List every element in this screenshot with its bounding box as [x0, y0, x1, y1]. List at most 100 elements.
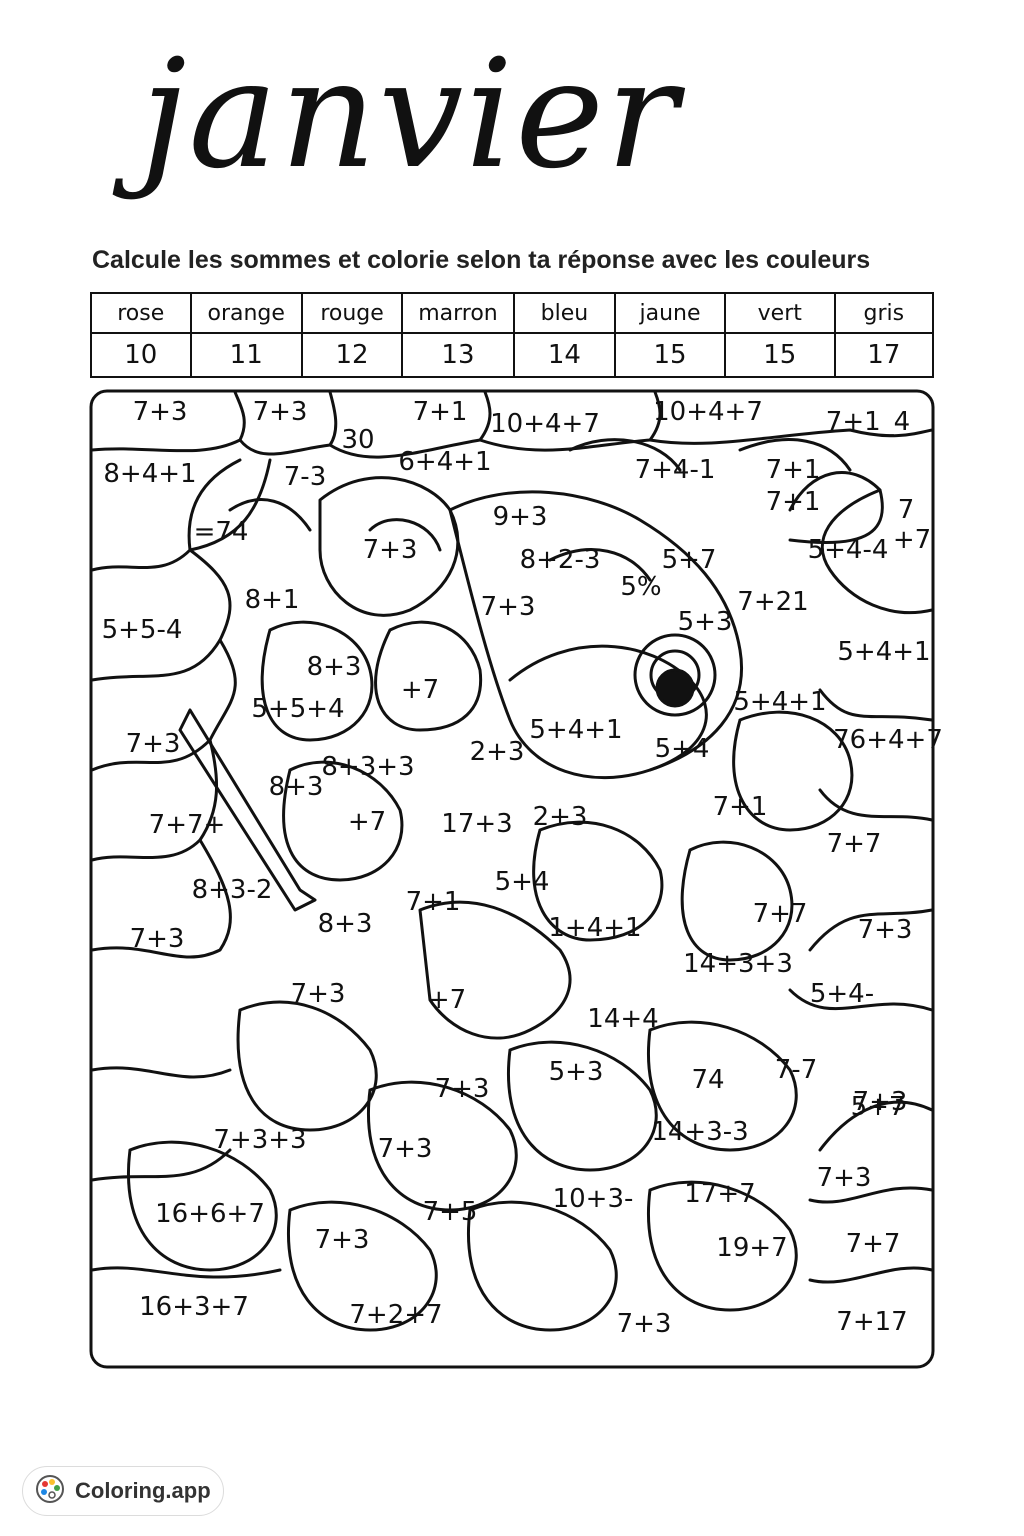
region-sum-label: 5+4+1: [733, 687, 826, 717]
region-sum-label: 7+3: [817, 1163, 872, 1193]
region-sum-label: 5+5-4: [102, 615, 183, 645]
region-sum-label: 30: [341, 425, 374, 455]
region-sum-label: 7: [898, 495, 915, 525]
brand-name: Coloring.app: [75, 1478, 211, 1503]
region-sum-label: 16+6+7: [155, 1199, 265, 1229]
region-sum-label: =74: [194, 517, 249, 547]
region-sum-label: 7+3: [126, 729, 181, 759]
region-sum-label: 7+3: [130, 924, 185, 954]
legend-color: marron: [401, 292, 515, 334]
region-sum-label: 19+7: [716, 1233, 787, 1263]
legend-value: 17: [833, 332, 935, 378]
legend-color: vert: [723, 292, 836, 334]
region-sum-label: 7+1: [713, 792, 768, 822]
region-sum-label: 5+7: [851, 1092, 906, 1122]
region-sum-label: 6+4+1: [398, 447, 491, 477]
color-legend-table: rose orange rouge marron bleu jaune vert…: [90, 292, 935, 378]
region-sum-label: 14+3-3: [651, 1117, 748, 1147]
region-sum-label: 8+3: [307, 652, 362, 682]
brand-badge[interactable]: Coloring.app: [22, 1466, 224, 1516]
region-sum-label: 5+4-: [810, 979, 874, 1009]
region-sum-label: +7: [401, 675, 439, 705]
region-sum-label: 74: [691, 1065, 724, 1095]
legend-value: 13: [401, 332, 515, 378]
region-sum-label: 7+7: [827, 829, 882, 859]
region-sum-label: 8+1: [245, 585, 300, 615]
region-sum-label: 7+3: [253, 397, 308, 427]
legend-color: rouge: [300, 292, 404, 334]
region-sum-label: 7+3: [291, 979, 346, 1009]
region-sum-label: 8+3: [269, 772, 324, 802]
legend-value: 11: [189, 332, 303, 378]
region-sum-label: 10+4+7: [653, 397, 763, 427]
region-sum-label: 5+4: [655, 734, 710, 764]
legend-color: jaune: [614, 292, 726, 334]
legend-color: orange: [189, 292, 303, 334]
region-sum-label: 8+4+1: [103, 459, 196, 489]
region-sum-label: 7+3: [481, 592, 536, 622]
region-sum-label: 8+3: [318, 909, 373, 939]
region-sum-label: 7+3: [617, 1309, 672, 1339]
region-sum-label: 5+7: [662, 545, 717, 575]
region-sum-label: 7+3: [133, 397, 188, 427]
region-sum-label: 5%: [620, 572, 661, 602]
region-sum-label: 5+3: [549, 1057, 604, 1087]
region-sum-label: 7+7: [846, 1229, 901, 1259]
region-sum-label: 1+4+1: [548, 913, 641, 943]
region-sum-label: 16+3+7: [139, 1292, 249, 1322]
region-sum-label: 8+2-3: [520, 545, 601, 575]
region-sum-label: 7+7+: [149, 810, 226, 840]
region-sum-label: 7+1: [766, 487, 821, 517]
region-sum-label: 7+3: [315, 1225, 370, 1255]
region-sum-label: 7+17: [836, 1307, 907, 1337]
legend-value-row: 10 11 12 13 14 15 15 17: [90, 332, 935, 378]
instruction-text: Calcule les sommes et colorie selon ta r…: [92, 246, 871, 274]
region-sum-label: 76+4+7: [833, 725, 943, 755]
region-sum-label: +7: [893, 525, 931, 555]
region-sum-label: 17+7: [684, 1179, 755, 1209]
region-sum-label: +7: [428, 985, 466, 1015]
region-sum-label: 7+4-1: [635, 455, 716, 485]
page-title: janvier: [140, 28, 680, 202]
region-sum-label: 5+4: [495, 867, 550, 897]
region-sum-label: 7+3: [858, 915, 913, 945]
region-sum-label: 14+4: [587, 1004, 658, 1034]
region-sum-label: 2+3: [533, 802, 588, 832]
region-sum-label: 10+4+7: [490, 409, 600, 439]
region-sum-label: 7+1: [406, 887, 461, 917]
region-sum-label: 10+3-: [553, 1184, 634, 1214]
region-sum-label: 14+3+3: [683, 949, 793, 979]
region-sum-label: 2+3: [470, 737, 525, 767]
region-sum-label: 5+4-4: [808, 535, 889, 565]
region-sum-label: 7+3+3: [213, 1125, 306, 1155]
region-sum-label: 5+4+1: [529, 715, 622, 745]
region-sum-label: 7+3: [435, 1074, 490, 1104]
region-sum-label: 7+7: [753, 899, 808, 929]
legend-color: gris: [833, 292, 935, 334]
region-sum-label: 17+3: [441, 809, 512, 839]
region-sum-label: 7-3: [284, 462, 326, 492]
region-sum-label: 7+1: [766, 455, 821, 485]
region-sum-label: 5+4+1: [837, 637, 930, 667]
region-sum-label: 7+21: [737, 587, 808, 617]
region-sum-label: 7+3: [853, 1087, 908, 1117]
region-sum-label: 7+3: [363, 535, 418, 565]
legend-color: rose: [90, 292, 192, 334]
region-sum-label: 9+3: [493, 502, 548, 532]
legend-color: bleu: [512, 292, 617, 334]
region-sum-label: 7+1_4: [826, 407, 910, 437]
region-sum-label: 8+3+3: [321, 752, 414, 782]
region-sum-label: 7+3: [378, 1134, 433, 1164]
legend-value: 15: [723, 332, 836, 378]
region-sum-label: +7: [348, 807, 386, 837]
region-sum-label: 7+1: [413, 397, 468, 427]
region-sum-label: 5+3: [678, 607, 733, 637]
legend-value: 12: [300, 332, 404, 378]
region-sum-label: 7+2+7: [349, 1300, 442, 1330]
legend-value: 14: [512, 332, 617, 378]
region-sum-label: 7+5: [423, 1197, 478, 1227]
legend-color-row: rose orange rouge marron bleu jaune vert…: [90, 292, 935, 334]
legend-value: 10: [90, 332, 192, 378]
